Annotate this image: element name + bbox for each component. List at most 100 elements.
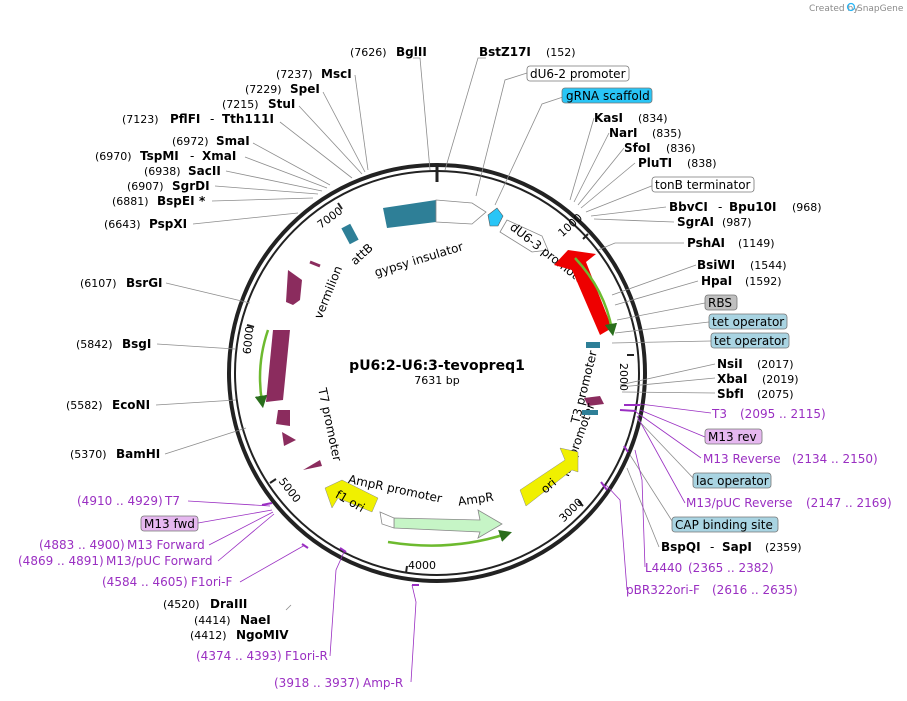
site-HpaI: HpaI	[701, 274, 732, 288]
primer-M13-Reverse: M13 Reverse	[703, 452, 781, 466]
primer-range-T7: (4910 .. 4929)	[77, 494, 163, 508]
site-BsgI: BsgI	[122, 337, 151, 351]
box-tonB-terminator[interactable]: tonB terminator	[651, 176, 755, 193]
site-pos-PspXI: (6643)	[104, 218, 141, 231]
box-RBS[interactable]: RBS	[704, 294, 738, 311]
lac-operator-block	[582, 410, 598, 415]
primer-M13-pUC-Reverse: M13/pUC Reverse	[686, 496, 793, 510]
feature-gypsy-insulator: gypsy insulator	[373, 239, 465, 279]
box-M13-rev[interactable]: M13 rev	[704, 428, 763, 445]
mRFP1-arrow[interactable]	[554, 250, 612, 335]
primer-pBR322ori-F: pBR322ori-F	[626, 583, 700, 597]
attB-block[interactable]	[341, 223, 359, 245]
tet-operator-block	[586, 342, 600, 348]
site-MscI: MscI	[321, 67, 352, 81]
site-dash-1: -	[210, 112, 214, 126]
box-dU6-2-label: dU6-2 promoter	[530, 67, 626, 81]
site-Tth111I: Tth111I	[222, 112, 274, 126]
f1-ori-arrow[interactable]	[324, 479, 379, 513]
site-pos-DraIII: (4520)	[163, 598, 200, 611]
site-pos-SfoI: (836)	[666, 142, 696, 155]
site-PspXI: PspXI	[149, 217, 187, 231]
primer-range-M13-pUC-Forward: (4869 .. 4891)	[18, 554, 104, 568]
box-dU6-2-promoter[interactable]: dU6-2 promoter	[526, 65, 630, 82]
leader-lines	[155, 57, 716, 611]
primer-T7: T7	[164, 494, 180, 508]
dU6-3-promoter-arrow[interactable]	[499, 219, 549, 253]
primer-range-M13-Reverse: (2134 .. 2150)	[792, 452, 878, 466]
site-BamHI: BamHI	[116, 447, 160, 461]
site-pos-BspEI: (6881)	[112, 195, 149, 208]
gRNA-scaffold-arrow[interactable]	[487, 207, 504, 227]
site-pos-MscI: (7237)	[276, 68, 313, 81]
vermilion-block-2	[276, 410, 290, 426]
plasmid-size: 7631 bp	[414, 374, 459, 387]
box-lac-operator[interactable]: lac operator	[692, 472, 772, 489]
vermilion-block[interactable]	[266, 330, 290, 402]
primer-range-M13-pUC-Reverse: (2147 .. 2169)	[806, 496, 892, 510]
snapgene-logo-icon	[846, 2, 856, 12]
mRFP1-orf-arrow	[574, 257, 618, 337]
primer-range-F1ori-R: (4374 .. 4393)	[196, 649, 282, 663]
site-pos-NarI: (835)	[652, 127, 682, 140]
site-EcoNI: EcoNI	[112, 398, 150, 412]
primer-F1ori-R: F1ori-R	[285, 649, 328, 663]
site-pos-BglII: (7626)	[350, 46, 387, 59]
credit-text: Created by	[809, 4, 859, 14]
feature-vermilion: vermilion	[311, 264, 345, 321]
box-tet-operator-1[interactable]: tet operator	[708, 313, 788, 330]
gypsy-insulator-arrow[interactable]	[383, 200, 436, 228]
site-pos-SgrDI: (6907)	[127, 180, 164, 193]
site-NarI: NarI	[609, 126, 638, 140]
site-pos-BsrGI: (6107)	[80, 277, 117, 290]
site-pos-SgrAI: (987)	[722, 216, 752, 229]
plasmid-name: pU6:2-U6:3-tevopreq1	[349, 358, 525, 374]
box-gRNA-scaffold[interactable]: gRNA scaffold	[561, 87, 653, 104]
AmpR-arrow[interactable]	[393, 509, 503, 539]
credit-brand: SnapGene	[857, 4, 904, 14]
vermilion-arrow-tip	[282, 432, 296, 446]
site-pos-PluTI: (838)	[687, 157, 717, 170]
box-CAP-binding-site[interactable]: CAP binding site	[671, 516, 779, 533]
vermilion-mark	[309, 260, 321, 268]
site-pos-BspQI: (2359)	[765, 541, 802, 554]
site-XmaI: XmaI	[202, 149, 236, 163]
primer-range-pBR322ori-F: (2616 .. 2635)	[712, 583, 798, 597]
site-pos-BamHI: (5370)	[70, 448, 107, 461]
tick-label-1000: 1000	[556, 211, 586, 239]
box-M13-fwd[interactable]: M13 fwd	[140, 515, 199, 532]
site-dash-4: -	[710, 540, 714, 554]
site-pos-HpaI: (1592)	[745, 275, 782, 288]
site-Bpu10I: Bpu10I	[729, 200, 776, 214]
AmpR-promoter-arrow	[379, 511, 395, 529]
site-BglII: BglII	[396, 45, 427, 59]
primer-F1ori-F: F1ori-F	[191, 575, 232, 589]
box-M13rev-label: M13 rev	[708, 430, 757, 444]
primer-M13-pUC-Forward: M13/pUC Forward	[106, 554, 213, 568]
T7-promoter-arrow	[303, 460, 322, 470]
box-tet-operator-2[interactable]: tet operator	[710, 332, 790, 349]
site-pos-BsiWI: (1544)	[750, 259, 787, 272]
site-PluTI: PluTI	[638, 156, 672, 170]
vermilion-orf-arrow	[254, 329, 270, 409]
primer-range-M13-Forward: (4883 .. 4900)	[39, 538, 125, 552]
site-PflFI: PflFI	[170, 112, 200, 126]
site-XbaI: XbaI	[717, 372, 747, 386]
site-SfoI: SfoI	[624, 141, 651, 155]
site-pos-BsgI: (5842)	[76, 338, 113, 351]
ori-arrow[interactable]	[519, 447, 579, 507]
site-SmaI: SmaI	[216, 134, 250, 148]
AmpR-orf-arrow	[387, 529, 512, 547]
site-PshAI: PshAI	[687, 236, 725, 250]
site-pos-BstZ17I: (152)	[546, 46, 576, 59]
primer-range-T3: (2095 .. 2115)	[740, 407, 826, 421]
vermilion-arrow-head[interactable]	[286, 270, 302, 305]
feature-AmpR: AmpR	[457, 490, 494, 509]
feature-T7-promoter: T7 promoter	[315, 386, 344, 463]
site-pos-BbvCI: (968)	[792, 201, 822, 214]
site-StuI: StuI	[268, 97, 295, 111]
site-pos-NsiI: (2017)	[757, 358, 794, 371]
site-SbfI: SbfI	[717, 387, 744, 401]
site-BsiWI: BsiWI	[697, 258, 735, 272]
